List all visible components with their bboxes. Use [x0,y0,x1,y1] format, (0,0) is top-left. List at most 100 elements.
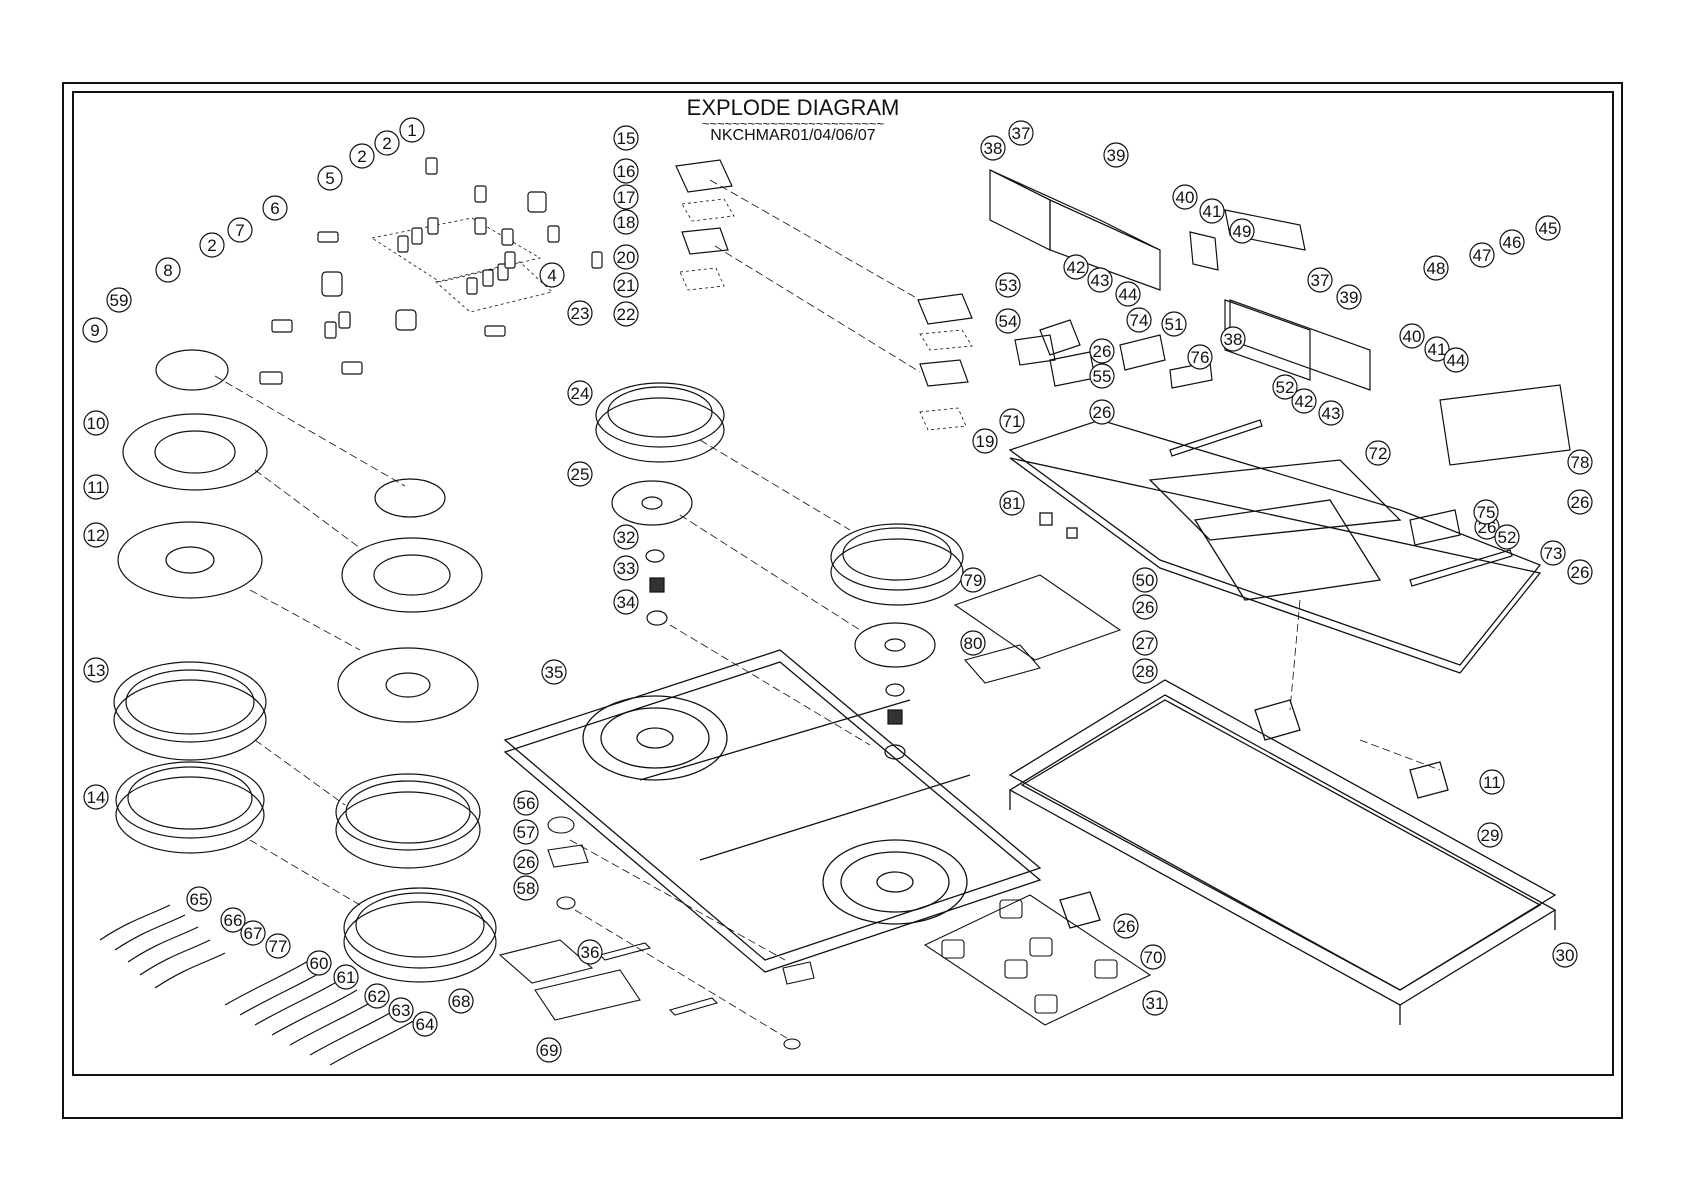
callout-circle [399,117,425,143]
callout-label: 74 [1130,311,1149,330]
callout-circle [1089,399,1115,425]
callout-label: 11 [1483,773,1501,792]
callout-25: 25 [567,461,593,487]
callout-label: 23 [571,304,590,323]
callout-label: 6 [270,199,279,218]
callout-78: 78 [1567,449,1593,475]
callout-circle [567,461,593,487]
callout-42a: 42 [1063,254,1089,280]
callout-26c: 26 [1567,489,1593,515]
callout-circle [374,130,400,156]
callout-48: 48 [1423,255,1449,281]
callout-circle [1567,489,1593,515]
callout-circle [1291,388,1317,414]
callout-41a: 41 [1199,198,1225,224]
callout-circle [613,184,639,210]
callout-label: 8 [163,261,172,280]
callout-circle [999,408,1025,434]
bottom-housing [1008,679,1557,1025]
callout-6: 6 [262,195,288,221]
callout-circle [613,272,639,298]
callout-77: 77 [265,933,291,959]
callout-circle [83,410,109,436]
callout-42b: 42 [1291,388,1317,414]
callout-34: 34 [613,589,639,615]
callout-label: 73 [1544,544,1563,563]
callout-circle [567,380,593,406]
callout-label: 13 [87,661,106,680]
callout-50: 50 [1132,567,1158,593]
callout-81: 81 [999,490,1025,516]
callout-label: 28 [1136,662,1155,681]
callout-circle [1142,990,1168,1016]
callout-79: 79 [960,567,986,593]
callout-label: 51 [1165,315,1184,334]
callout-circle [536,1037,562,1063]
callout-2b: 2 [349,143,375,169]
callout-circle [1132,658,1158,684]
callout-label: 76 [1191,348,1210,367]
callout-circle [513,819,539,845]
callout-label: 48 [1427,259,1446,278]
callout-26h: 26 [1113,913,1139,939]
callout-circle [388,997,414,1023]
callout-label: 17 [617,188,636,207]
callout-76: 76 [1187,344,1213,370]
callout-circle [220,907,246,933]
callout-circle [1272,374,1298,400]
callout-26g: 26 [513,849,539,875]
callout-circle [1132,630,1158,656]
callout-52a: 52 [1272,374,1298,400]
callout-46: 46 [1499,229,1525,255]
callout-41b: 41 [1424,336,1450,362]
title-underline: ~~~~~~~~~~~~~~~~~~~~~~~~ [702,116,885,131]
callout-label: 44 [1119,285,1138,304]
callout-36: 36 [577,939,603,965]
callout-43b: 43 [1318,400,1344,426]
callout-circle [364,983,390,1009]
callout-label: 5 [325,169,334,188]
callout-circle [613,555,639,581]
model-number: NKCHMAR01/04/06/07 [710,127,876,144]
callout-label: 2 [382,134,391,153]
callout-1: 1 [399,117,425,143]
callout-circle [1499,229,1525,255]
callout-45: 45 [1535,215,1561,241]
callout-24: 24 [567,380,593,406]
callout-label: 52 [1498,528,1517,547]
callout-16: 16 [613,158,639,184]
callout-62: 62 [364,983,390,1009]
callout-circle [1089,363,1115,389]
callout-61: 61 [333,964,359,990]
callout-35: 35 [541,659,567,685]
callout-4: 4 [539,262,565,288]
callout-label: 2 [207,236,216,255]
callout-circle [1424,336,1450,362]
callout-label: 18 [617,213,636,232]
callout-circle [1199,198,1225,224]
callout-67: 67 [240,920,266,946]
callout-44b: 44 [1443,347,1469,373]
callout-2a: 2 [374,130,400,156]
callout-circle [306,950,332,976]
callout-circle [1552,942,1578,968]
callout-label: 66 [224,911,243,930]
callout-label: 7 [235,221,244,240]
callout-label: 30 [1556,946,1575,965]
callout-37a: 37 [1008,120,1034,146]
callout-28: 28 [1132,658,1158,684]
callout-label: 68 [452,992,471,1011]
callout-circle [1443,347,1469,373]
top-panel [503,649,1042,973]
callout-21: 21 [613,272,639,298]
callout-43a: 43 [1087,267,1113,293]
callout-circle [1132,567,1158,593]
callout-52b: 52 [1494,524,1520,550]
callout-circle [227,217,253,243]
callout-64: 64 [412,1011,438,1037]
callout-19: 19 [972,428,998,454]
callout-26b: 26 [1089,399,1115,425]
callout-label: 60 [310,954,329,973]
callout-label: 67 [244,924,263,943]
